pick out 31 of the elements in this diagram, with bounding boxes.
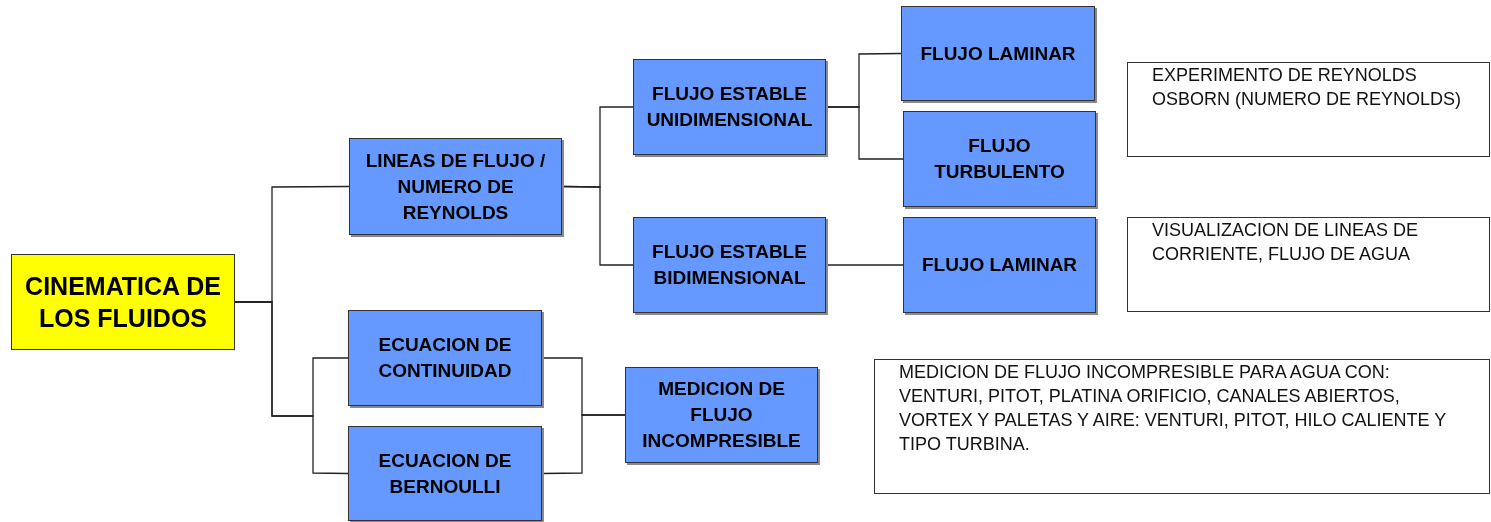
- node-label: VISUALIZACION DE LINEAS DE CORRIENTE, FLUJO DE AGUA: [1152, 219, 1420, 266]
- node-label: ECUACION DE BERNOULLI: [377, 448, 513, 499]
- node-label: MEDICION DE FLUJO INCOMPRESIBLE: [641, 377, 802, 453]
- topic-box: [349, 138, 562, 235]
- topic-box: [625, 367, 818, 463]
- root-topic-box: [11, 254, 235, 350]
- note-box: [1127, 217, 1490, 312]
- note-box: [874, 359, 1490, 494]
- node-label: EXPERIMENTO DE REYNOLDS OSBORN (NUMERO DE REYNOLDS): [1152, 64, 1463, 111]
- topic-box: [633, 217, 826, 313]
- connector-line: [234, 301, 349, 475]
- connector-line: [825, 106, 904, 160]
- node-label: CINEMATICA DE LOS FLUIDOS: [24, 271, 222, 334]
- topic-box: [901, 6, 1095, 101]
- node-label: ECUACION DE CONTINUIDAD: [377, 333, 513, 383]
- note-box: [1127, 62, 1490, 157]
- connector-line: [561, 185, 634, 266]
- node-label: FLUJO TURBULENTO: [933, 134, 1066, 184]
- node-label: FLUJO LAMINAR: [919, 41, 1077, 66]
- topic-box: [633, 59, 826, 155]
- node-label: LINEAS DE FLUJO / NUMERO DE REYNOLDS: [364, 148, 547, 225]
- connector-line: [541, 414, 626, 475]
- topic-box: [348, 426, 542, 521]
- node-label: FLUJO ESTABLE UNIDIMENSIONAL: [645, 82, 814, 132]
- node-label: FLUJO LAMINAR: [920, 253, 1079, 277]
- connector-line: [825, 264, 904, 266]
- topic-box: [903, 217, 1096, 313]
- node-label: MEDICION DE FLUJO INCOMPRESIBLE PARA AGUA CON: VENTURI, PITOT, PLATINA ORIFICIO, CANALES ABIERTOS, VORTEX Y PALETAS Y AIRE: VENTURI, PITOT, HILO CALIENTE Y TIPO TURBINA.: [899, 361, 1447, 456]
- topic-box: [903, 111, 1096, 207]
- node-label: FLUJO ESTABLE BIDIMENSIONAL: [651, 240, 808, 290]
- topic-box: [348, 310, 542, 406]
